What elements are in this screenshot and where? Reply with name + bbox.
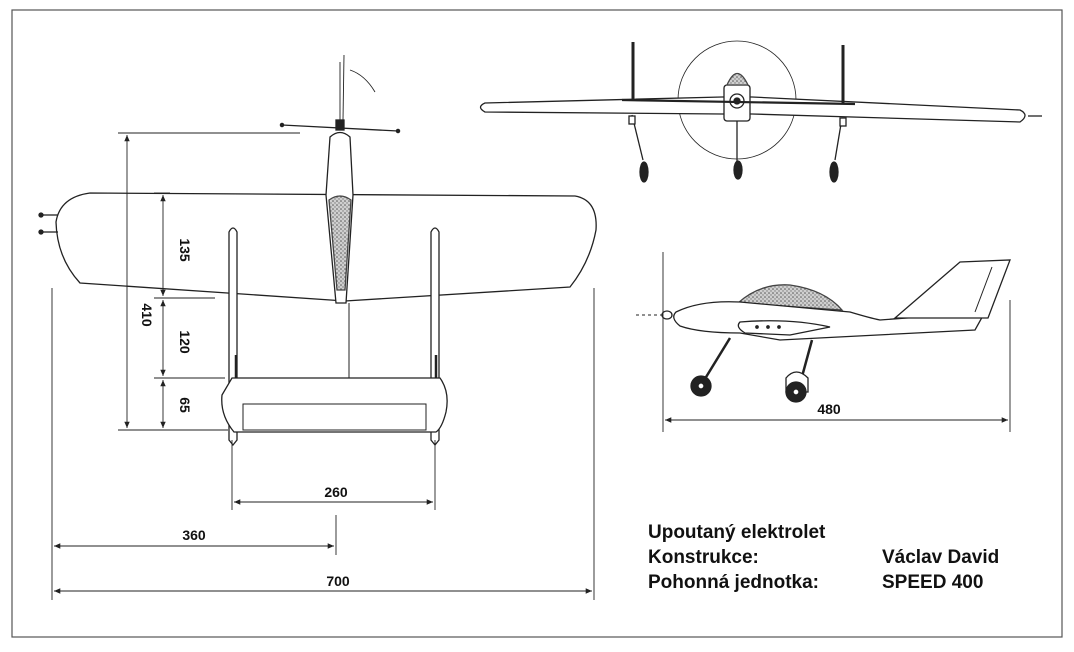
dim-label-360: 360 (182, 527, 206, 543)
front-view-wing (479, 96, 1026, 123)
top-view-wing (55, 192, 597, 302)
dim-label-480: 480 (817, 401, 841, 417)
dim-label-260: 260 (324, 484, 348, 500)
power-label: Pohonná jednotka: (648, 572, 819, 593)
power-value: SPEED 400 (882, 572, 984, 593)
top-view-tailplane (221, 377, 448, 433)
front-view (479, 40, 1042, 183)
top-view-dimensions (51, 132, 595, 600)
drawing-title: Upoutaný elektrolet (648, 522, 826, 543)
dim-label-65: 65 (177, 397, 193, 413)
drawing-frame (11, 9, 1063, 638)
top-view-elevator (242, 403, 427, 431)
dim-label-120: 120 (177, 330, 193, 354)
side-view-dimensions (662, 252, 1011, 432)
top-view (38, 54, 597, 447)
top-view-canopy (328, 195, 352, 291)
side-view-fin (893, 259, 1011, 319)
dim-label-410: 410 (139, 303, 155, 327)
dim-label-700: 700 (326, 573, 350, 589)
dim-label-135: 135 (177, 238, 193, 262)
design-label: Konstrukce: (648, 547, 759, 568)
side-view (636, 259, 1011, 403)
design-value: Václav David (882, 547, 1000, 568)
